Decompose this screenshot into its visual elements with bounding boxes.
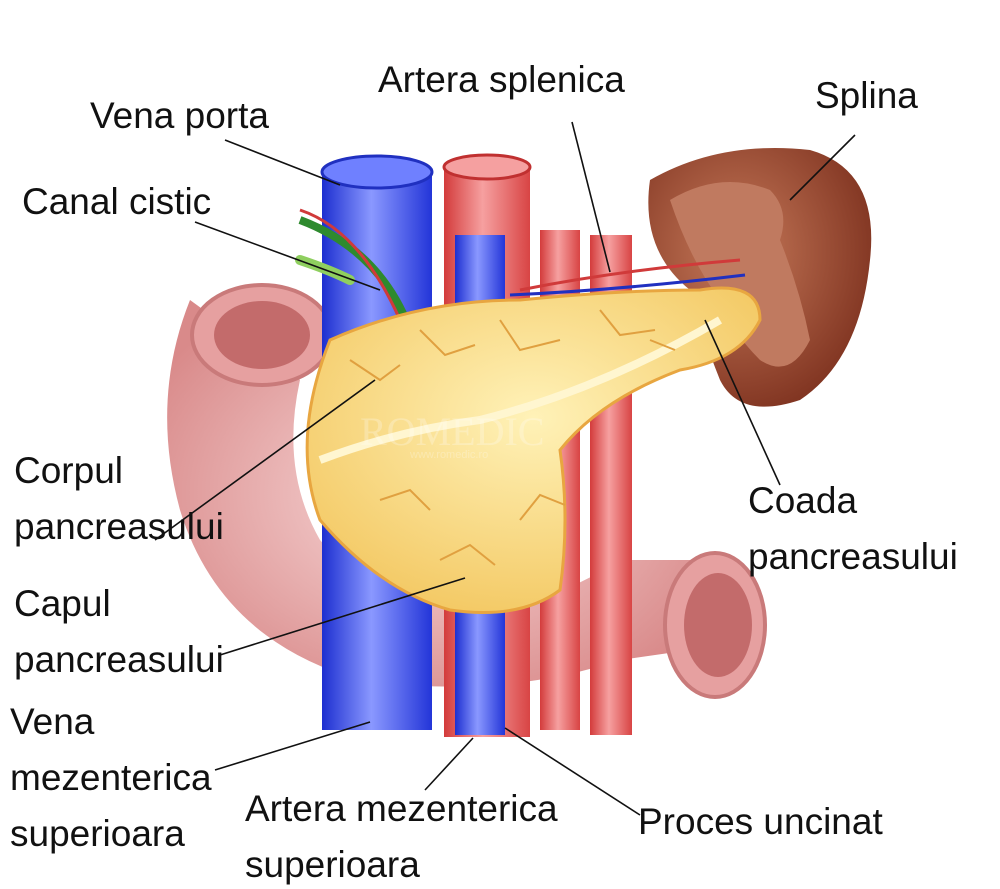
label-line: Coada	[748, 480, 858, 521]
watermark: ROMEDIC www.romedic.ro	[360, 409, 544, 461]
label-splina: Splina	[815, 75, 918, 116]
label-line: Artera mezenterica	[245, 788, 558, 829]
label-line: pancreasului	[14, 506, 224, 547]
label-vena-mezenterica-superioara: Vena mezenterica superioara	[10, 694, 212, 862]
label-line: superioara	[245, 844, 420, 885]
svg-text:ROMEDIC: ROMEDIC	[360, 409, 544, 454]
label-artera-mezenterica-superioara: Artera mezenterica superioara	[245, 781, 558, 889]
label-capul-pancreasului: Capul pancreasului	[14, 576, 224, 688]
label-line: mezenterica	[10, 757, 212, 798]
label-line: superioara	[10, 813, 185, 854]
label-vena-porta: Vena porta	[90, 95, 269, 136]
label-line: Vena	[10, 701, 95, 742]
leader-lines	[154, 121, 856, 816]
svg-text:www.romedic.ro: www.romedic.ro	[409, 449, 488, 461]
label-artera-splenica: Artera splenica	[378, 59, 625, 100]
label-corpul-pancreasului: Corpul pancreasului	[14, 443, 224, 555]
label-line: Corpul	[14, 450, 123, 491]
label-line: pancreasului	[748, 536, 958, 577]
pancreas	[305, 286, 762, 614]
label-coada-pancreasului: Coada pancreasului	[748, 473, 958, 585]
label-canal-cistic: Canal cistic	[22, 181, 212, 222]
label-line: pancreasului	[14, 639, 224, 680]
label-proces-uncinat: Proces uncinat	[638, 801, 883, 842]
label-line: Capul	[14, 583, 111, 624]
